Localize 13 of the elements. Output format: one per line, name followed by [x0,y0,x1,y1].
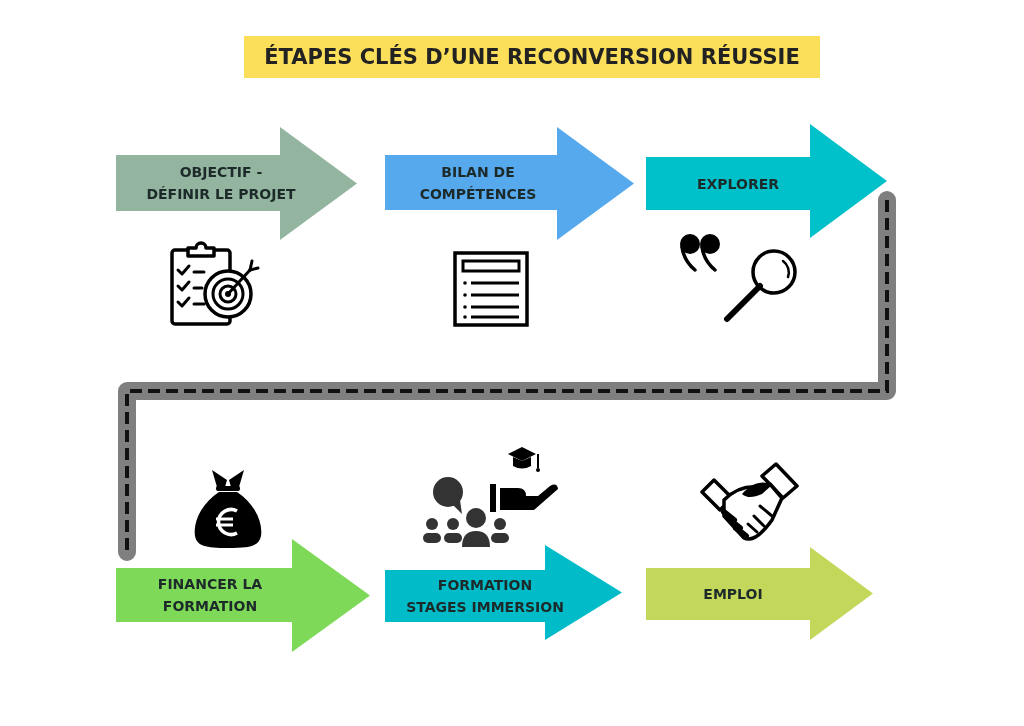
process-step [646,124,887,238]
title-banner: ÉTAPES CLÉS D’UNE RECONVERSION RÉUSSIE [244,36,820,78]
step-label: EXPLORER [696,174,780,194]
step-label: BILAN DE COMPÉTENCES [419,162,537,204]
step-label: FORMATION STAGES IMMERSION [406,576,564,617]
process-step [385,545,622,640]
step-label: EMPLOI [703,585,763,604]
process-step [116,539,370,652]
step-label: FINANCER LA FORMATION [157,575,263,616]
process-step [116,127,357,240]
process-step [385,127,634,240]
step-label: OBJECTIF - DÉFINIR LE PROJET [146,163,296,204]
process-step [646,547,873,640]
